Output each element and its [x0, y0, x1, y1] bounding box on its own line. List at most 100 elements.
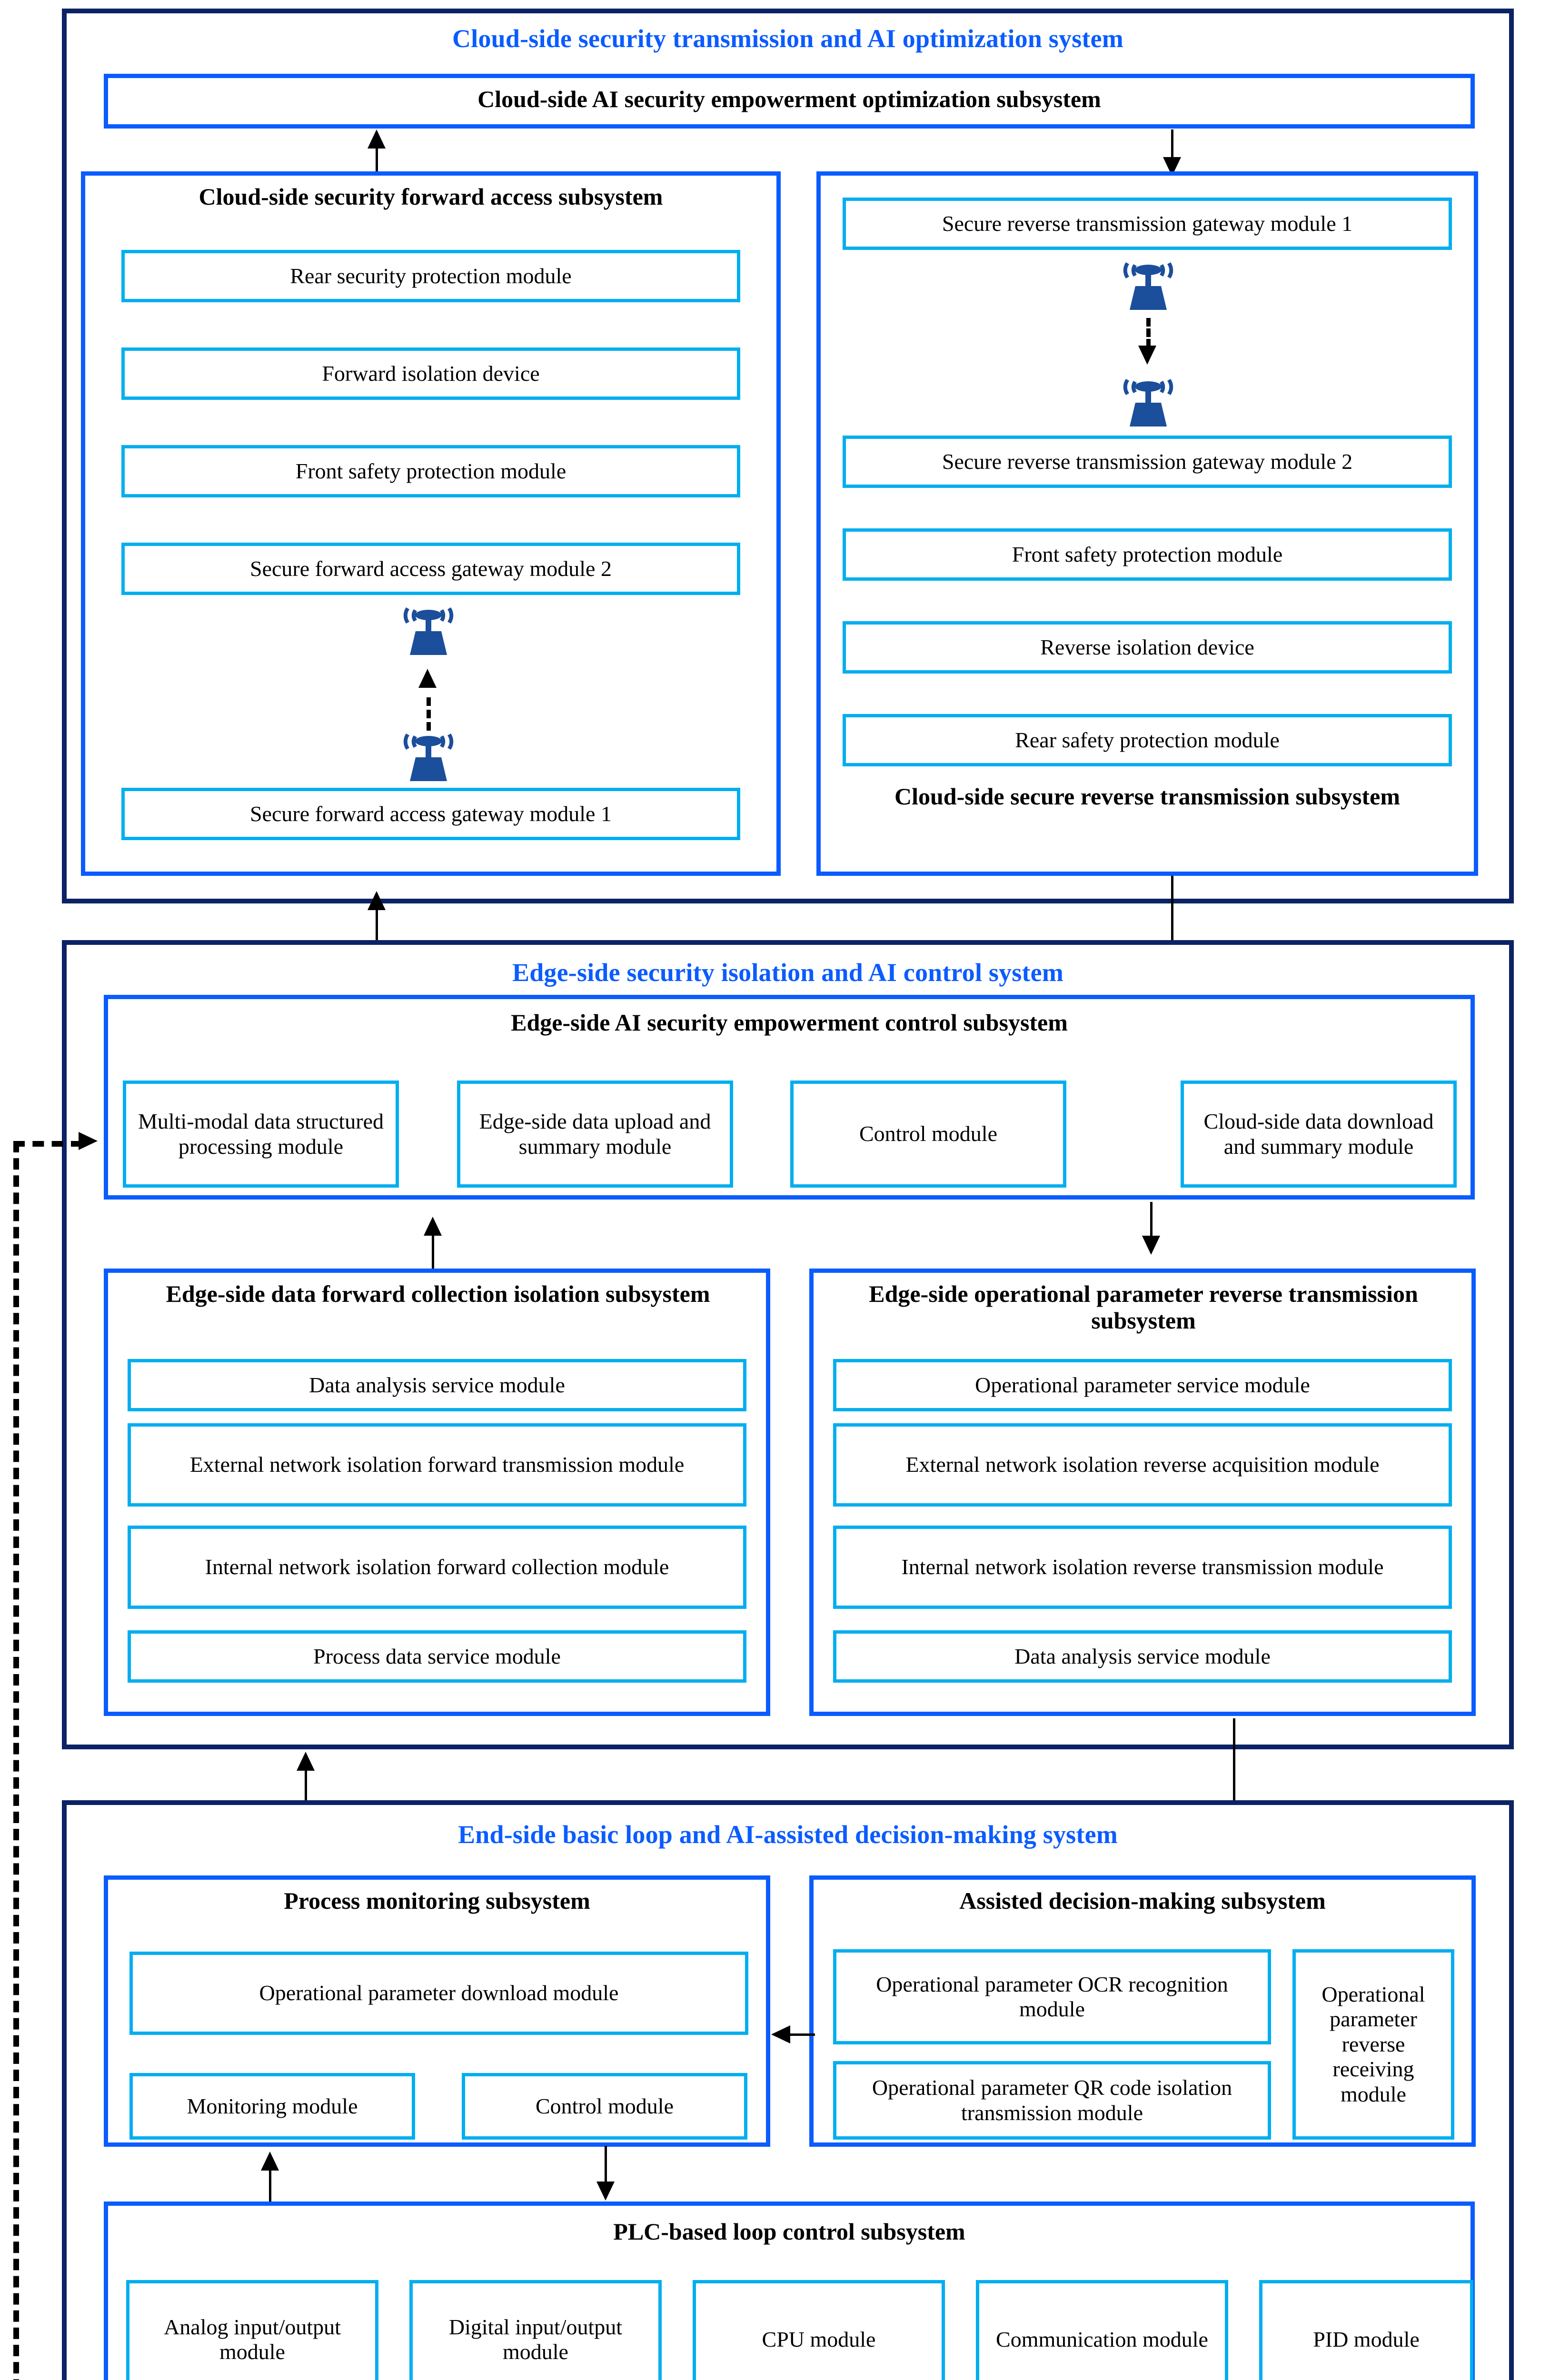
module-operational-parameter-service[interactable]: Operational parameter service module — [833, 1359, 1452, 1411]
module-label: Forward isolation device — [322, 361, 540, 386]
module-label: Operational parameter OCR recognition mo… — [876, 1972, 1228, 2021]
arrow-edge-to-cloud-head — [368, 891, 386, 910]
module-secure-reverse-gateway-2[interactable]: Secure reverse transmission gateway modu… — [843, 436, 1452, 488]
module-monitoring[interactable]: Monitoring module — [129, 2073, 415, 2140]
module-label: External network isolation reverse acqui… — [905, 1452, 1380, 1477]
arrow-cloud-to-edge-line — [1171, 876, 1173, 984]
arrow-end-to-edge-head — [297, 1752, 315, 1771]
module-label: Internal network isolation reverse trans… — [901, 1555, 1384, 1579]
module-label: Control module — [859, 1121, 998, 1146]
process-monitoring-subsystem-title: Process monitoring subsystem — [284, 1887, 590, 1914]
wireless-link-arrow-head — [418, 669, 437, 688]
module-label: Communication module — [996, 2327, 1208, 2351]
module-rear-security-protection[interactable]: Rear security protection module — [121, 250, 740, 302]
module-label: Secure forward access gateway module 2 — [250, 556, 612, 581]
module-secure-forward-gateway-2[interactable]: Secure forward access gateway module 2 — [121, 543, 740, 595]
module-external-network-isolation-reverse-acquisition[interactable]: External network isolation reverse acqui… — [833, 1423, 1452, 1507]
module-label: Monitoring module — [187, 2093, 358, 2118]
module-label: Data analysis service module — [1014, 1644, 1271, 1668]
module-edge-control[interactable]: Control module — [790, 1081, 1066, 1188]
end-system-title: End-side basic loop and AI-assisted deci… — [458, 1820, 1118, 1849]
module-label: Data analysis service module — [309, 1372, 565, 1397]
cloud-ai-optimization-subsystem[interactable] — [104, 74, 1475, 129]
arrow-control-to-edge-reverse-head — [1142, 1236, 1160, 1255]
feedback-dashed-top-segment — [13, 1141, 82, 1147]
module-label: PID module — [1313, 2327, 1420, 2351]
antenna-icon — [1123, 262, 1173, 310]
module-operational-parameter-download[interactable]: Operational parameter download module — [129, 1952, 748, 2035]
arrow-edge-to-end-line — [1233, 1718, 1235, 1860]
module-label: Edge-side data upload and summary module — [479, 1109, 711, 1159]
module-cpu[interactable]: CPU module — [693, 2280, 945, 2380]
module-multimodal-data-structured-processing[interactable]: Multi-modal data structured processing m… — [123, 1081, 399, 1188]
arrow-forward-to-optimization-head — [368, 129, 386, 149]
module-label: Control module — [535, 2093, 674, 2118]
antenna-icon — [403, 734, 454, 781]
edge-reverse-transmission-subsystem-title: Edge-side operational parameter reverse … — [869, 1280, 1418, 1334]
module-operational-parameter-qr-isolation-transmission[interactable]: Operational parameter QR code isolation … — [833, 2061, 1271, 2140]
module-label: Secure reverse transmission gateway modu… — [942, 211, 1353, 236]
module-label: Operational parameter reverse receiving … — [1322, 1982, 1425, 2106]
cloud-system-title: Cloud-side security transmission and AI … — [452, 24, 1123, 53]
module-pid[interactable]: PID module — [1259, 2280, 1473, 2380]
module-reverse-rear-safety-protection[interactable]: Rear safety protection module — [843, 714, 1452, 766]
arrow-forward-to-optimization-line — [376, 145, 378, 174]
feedback-arrow-head-to-edge — [79, 1132, 98, 1150]
module-label: Front safety protection module — [295, 458, 566, 483]
module-label: Internal network isolation forward colle… — [205, 1555, 669, 1579]
module-label: External network isolation forward trans… — [189, 1452, 685, 1477]
antenna-icon — [403, 607, 454, 655]
module-digital-io[interactable]: Digital input/output module — [409, 2280, 662, 2380]
edge-ai-control-subsystem-title: Edge-side AI security empowerment contro… — [511, 1009, 1068, 1036]
module-cloud-data-download-summary[interactable]: Cloud-side data download and summary mod… — [1181, 1081, 1457, 1188]
module-operational-parameter-reverse-receiving[interactable]: Operational parameter reverse receiving … — [1292, 1949, 1454, 2140]
edge-system-title: Edge-side security isolation and AI cont… — [512, 958, 1064, 987]
module-front-safety-protection[interactable]: Front safety protection module — [121, 445, 740, 497]
cloud-reverse-transmission-subsystem-title: Cloud-side secure reverse transmission s… — [894, 783, 1400, 810]
module-edge-data-upload-summary[interactable]: Edge-side data upload and summary module — [457, 1081, 733, 1188]
module-label: Rear security protection module — [290, 263, 572, 288]
module-communication[interactable]: Communication module — [976, 2280, 1228, 2380]
module-reverse-front-safety-protection[interactable]: Front safety protection module — [843, 528, 1452, 581]
arrow-control-to-plc-line — [605, 2146, 607, 2184]
module-data-analysis-service-reverse[interactable]: Data analysis service module — [833, 1630, 1452, 1683]
module-reverse-isolation-device[interactable]: Reverse isolation device — [843, 621, 1452, 674]
module-label: Secure forward access gateway module 1 — [250, 801, 612, 826]
module-label: Operational parameter download module — [259, 1981, 619, 2005]
module-label: Operational parameter QR code isolation … — [872, 2075, 1232, 2125]
antenna-icon — [1123, 379, 1173, 426]
module-analog-io[interactable]: Analog input/output module — [126, 2280, 378, 2380]
module-label: Analog input/output module — [164, 2314, 341, 2364]
assisted-decision-subsystem-title: Assisted decision-making subsystem — [959, 1887, 1326, 1914]
module-secure-forward-gateway-1[interactable]: Secure forward access gateway module 1 — [121, 788, 740, 840]
module-process-data-service[interactable]: Process data service module — [128, 1630, 746, 1683]
plc-loop-control-subsystem-title: PLC-based loop control subsystem — [613, 2218, 965, 2245]
edge-forward-collection-subsystem-title: Edge-side data forward collection isolat… — [166, 1280, 710, 1307]
arrow-assisted-to-monitoring-head — [771, 2025, 790, 2043]
arrow-edge-forward-to-control-head — [424, 1217, 442, 1236]
arrow-plc-to-monitoring-head — [261, 2152, 279, 2171]
module-label: Operational parameter service module — [975, 1372, 1310, 1397]
module-operational-parameter-ocr-recognition[interactable]: Operational parameter OCR recognition mo… — [833, 1949, 1271, 2044]
module-label: Digital input/output module — [448, 2314, 623, 2364]
arrow-plc-to-monitoring-line — [269, 2168, 271, 2206]
arrow-optimization-to-reverse-line — [1171, 129, 1173, 159]
module-internal-network-isolation-forward-collection[interactable]: Internal network isolation forward colle… — [128, 1526, 746, 1609]
module-end-control[interactable]: Control module — [462, 2073, 747, 2140]
cloud-forward-access-subsystem-title: Cloud-side security forward access subsy… — [199, 183, 663, 210]
module-secure-reverse-gateway-1[interactable]: Secure reverse transmission gateway modu… — [843, 198, 1452, 250]
module-external-network-isolation-forward-transmission[interactable]: External network isolation forward trans… — [128, 1423, 746, 1507]
module-label: Rear safety protection module — [1015, 727, 1280, 752]
module-internal-network-isolation-reverse-transmission[interactable]: Internal network isolation reverse trans… — [833, 1526, 1452, 1609]
module-data-analysis-service-forward[interactable]: Data analysis service module — [128, 1359, 746, 1411]
module-label: Cloud-side data download and summary mod… — [1203, 1109, 1434, 1159]
cloud-ai-optimization-subsystem-title: Cloud-side AI security empowerment optim… — [477, 86, 1101, 112]
module-label: Front safety protection module — [1012, 542, 1283, 566]
module-forward-isolation-device[interactable]: Forward isolation device — [121, 347, 740, 400]
module-label: Reverse isolation device — [1040, 635, 1254, 659]
wireless-link-dashed-line — [427, 697, 431, 731]
module-label: Secure reverse transmission gateway modu… — [942, 449, 1353, 474]
arrow-edge-forward-to-control-line — [432, 1233, 434, 1269]
module-label: Process data service module — [313, 1644, 561, 1668]
